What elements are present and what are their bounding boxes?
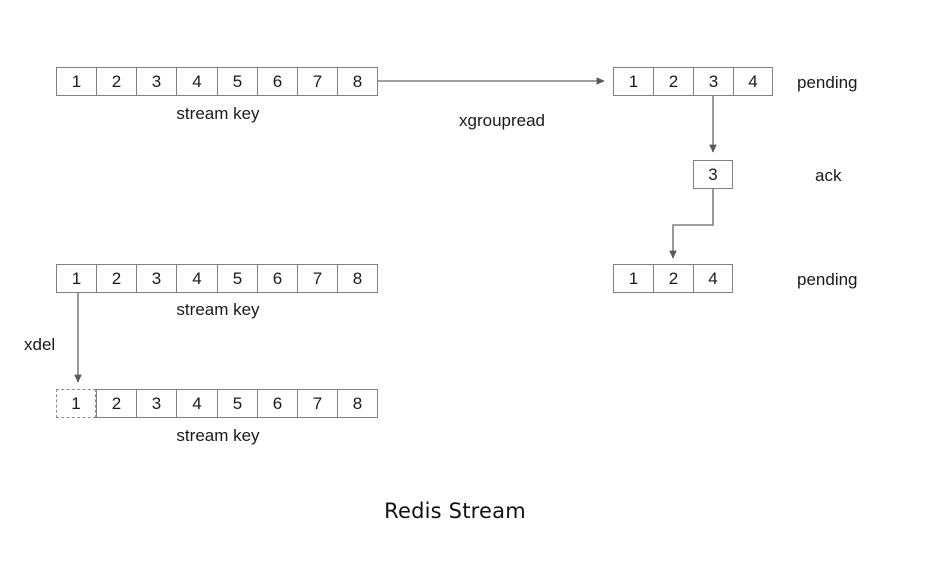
stream-cell: 2 (96, 389, 136, 418)
pending-caption-top: pending (797, 73, 858, 92)
stream-cell: 4 (176, 264, 217, 293)
diagram-title: Redis Stream (384, 499, 526, 523)
xdel-label: xdel (24, 335, 56, 354)
pending-cell: 2 (653, 67, 693, 96)
stream-cell: 4 (176, 389, 217, 418)
pending-cell: 1 (613, 67, 653, 96)
arrow-ack-to-pending (669, 189, 714, 259)
stream-cell: 2 (96, 264, 136, 293)
stream-cell: 6 (257, 67, 297, 96)
stream-cell: 4 (176, 67, 217, 96)
pending-cell: 1 (613, 264, 653, 293)
stream-cell: 7 (297, 67, 337, 96)
pending-cell: 4 (693, 264, 733, 293)
stream-cell: 8 (337, 389, 378, 418)
stream-cell: 3 (136, 67, 176, 96)
ack-row: 3 (693, 160, 733, 189)
stream-cell: 7 (297, 264, 337, 293)
pending-cell: 2 (653, 264, 693, 293)
stream-key-row-before-del: 1 2 3 4 5 6 7 8 (56, 264, 378, 293)
stream-cell: 5 (217, 67, 257, 96)
stream-cell: 8 (337, 264, 378, 293)
stream-key-caption-before-del: stream key (176, 300, 260, 319)
pending-row-top: 1 2 3 4 (613, 67, 773, 96)
stream-cell: 3 (136, 264, 176, 293)
stream-cell: 3 (136, 389, 176, 418)
stream-cell: 6 (257, 264, 297, 293)
pending-caption-bottom: pending (797, 270, 858, 289)
stream-key-caption-top: stream key (176, 104, 260, 123)
stream-cell: 5 (217, 264, 257, 293)
stream-cell: 8 (337, 67, 378, 96)
pending-row-bottom: 1 2 4 (613, 264, 733, 293)
stream-cell: 1 (56, 264, 96, 293)
stream-key-caption-after-del: stream key (176, 426, 260, 445)
ack-cell: 3 (693, 160, 733, 189)
stream-cell: 5 (217, 389, 257, 418)
stream-cell: 1 (56, 67, 96, 96)
stream-cell: 6 (257, 389, 297, 418)
xgroupread-label: xgroupread (458, 111, 546, 130)
stream-key-row-top: 1 2 3 4 5 6 7 8 (56, 67, 378, 96)
stream-cell: 7 (297, 389, 337, 418)
stream-cell: 2 (96, 67, 136, 96)
stream-key-row-after-del: 1 2 3 4 5 6 7 8 (56, 389, 378, 418)
ack-caption: ack (815, 166, 842, 185)
pending-cell: 3 (693, 67, 733, 96)
stream-cell-deleted: 1 (56, 389, 96, 418)
pending-cell: 4 (733, 67, 773, 96)
